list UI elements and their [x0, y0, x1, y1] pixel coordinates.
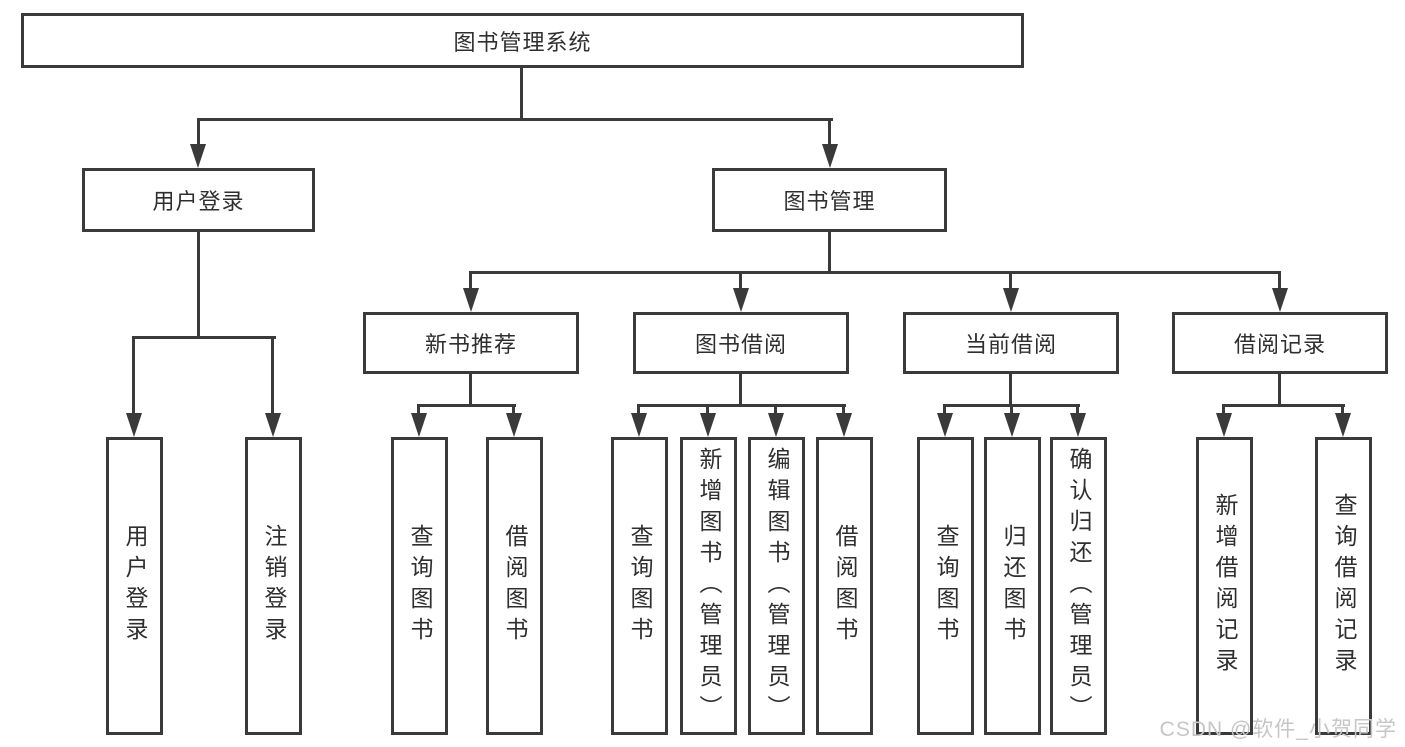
leaf-query-borrow-record: 查询借阅记录: [1315, 437, 1372, 735]
leaf-query-books-borrow: 查询图书: [611, 437, 668, 735]
arrowhead-icon: [937, 413, 953, 437]
connector-section4-hline: [1222, 404, 1345, 407]
leaf-add-book-admin-label: 新增图书（管理员）: [696, 446, 722, 726]
connector-stub: [1278, 271, 1281, 291]
connector-stub: [197, 118, 200, 148]
leaf-edit-book-admin-label: 编辑图书（管理员）: [764, 446, 790, 726]
leaf-borrow-books-recommend-label: 借阅图书: [502, 524, 528, 648]
connector-section2-stem: [739, 374, 742, 406]
arrowhead-icon: [836, 413, 852, 437]
leaf-logout: 注销登录: [245, 437, 302, 735]
connector-section4-stem: [1278, 374, 1281, 406]
leaf-return-book: 归还图书: [984, 437, 1041, 735]
connector-section1-stem: [469, 374, 472, 406]
arrowhead-icon: [1004, 413, 1020, 437]
connector-bookmgmt-hline: [469, 271, 1281, 274]
leaf-query-books-recommend-label: 查询图书: [407, 524, 433, 648]
connector-bookmgmt-stem: [828, 232, 831, 273]
connector-stub: [637, 404, 640, 416]
leaf-query-books-recommend: 查询图书: [391, 437, 448, 735]
connector-stub: [512, 404, 515, 416]
leaf-add-borrow-record-label: 新增借阅记录: [1212, 493, 1238, 679]
node-book-borrow-label: 图书借阅: [694, 332, 787, 357]
arrowhead-icon: [190, 144, 206, 168]
leaf-edit-book-admin: 编辑图书（管理员）: [748, 437, 805, 735]
connector-stub: [828, 118, 831, 148]
node-user-login-label: 用户登录: [152, 189, 245, 214]
connector-stub: [842, 404, 845, 416]
connector-section2-hline: [637, 404, 846, 407]
connector-userlogin-stem: [197, 232, 200, 338]
connector-section1-hline: [417, 404, 516, 407]
arrowhead-icon: [1216, 413, 1232, 437]
connector-stub: [417, 404, 420, 416]
node-new-book-recommend-label: 新书推荐: [424, 332, 517, 357]
connector-stub: [1009, 271, 1012, 291]
leaf-add-book-admin: 新增图书（管理员）: [680, 437, 737, 735]
arrowhead-icon: [733, 288, 749, 312]
leaf-user-login: 用户登录: [106, 437, 163, 735]
node-current-borrow-label: 当前借阅: [964, 332, 1057, 357]
connector-stub: [1341, 404, 1344, 416]
arrowhead-icon: [631, 413, 647, 437]
arrowhead-icon: [700, 413, 716, 437]
arrowhead-icon: [1003, 288, 1019, 312]
node-current-borrow: 当前借阅: [903, 312, 1119, 374]
leaf-query-books-current-label: 查询图书: [933, 524, 959, 648]
arrowhead-icon: [1272, 288, 1288, 312]
arrowhead-icon: [1335, 413, 1351, 437]
leaf-query-books-current: 查询图书: [917, 437, 974, 735]
connector-stub: [1222, 404, 1225, 416]
leaf-confirm-return-admin-label: 确认归还（管理员）: [1066, 446, 1092, 726]
connector-stub: [469, 271, 472, 291]
node-new-book-recommend: 新书推荐: [363, 312, 579, 374]
leaf-user-login-label: 用户登录: [122, 524, 148, 648]
leaf-logout-label: 注销登录: [261, 524, 287, 648]
arrowhead-icon: [411, 413, 427, 437]
leaf-return-book-label: 归还图书: [1000, 524, 1026, 648]
leaf-borrow-books-borrow-label: 借阅图书: [832, 524, 858, 648]
arrowhead-icon: [506, 413, 522, 437]
arrowhead-icon: [265, 413, 281, 437]
connector-stub: [739, 271, 742, 291]
node-root: 图书管理系统: [21, 13, 1024, 68]
node-borrow-records-label: 借阅记录: [1233, 332, 1326, 357]
arrowhead-icon: [1070, 413, 1086, 437]
connector-section3-stem: [1009, 374, 1012, 406]
leaf-add-borrow-record: 新增借阅记录: [1196, 437, 1253, 735]
connector-stub: [1010, 404, 1013, 416]
node-book-borrow: 图书借阅: [633, 312, 849, 374]
node-user-login: 用户登录: [82, 168, 315, 232]
node-book-management: 图书管理: [712, 168, 947, 232]
csdn-watermark: CSDN @软件_小贺同学: [1159, 718, 1397, 741]
leaf-confirm-return-admin: 确认归还（管理员）: [1050, 437, 1107, 735]
leaf-query-books-borrow-label: 查询图书: [627, 524, 653, 648]
node-root-label: 图书管理系统: [453, 29, 592, 55]
arrowhead-icon: [126, 413, 142, 437]
connector-stub: [706, 404, 709, 416]
connector-stub: [132, 336, 135, 416]
connector-root-hline: [197, 118, 833, 121]
arrowhead-icon: [768, 413, 784, 437]
leaf-borrow-books-borrow: 借阅图书: [816, 437, 873, 735]
connector-stub: [943, 404, 946, 416]
connector-userlogin-hline: [132, 336, 276, 339]
node-book-management-label: 图书管理: [783, 189, 876, 214]
leaf-borrow-books-recommend: 借阅图书: [486, 437, 543, 735]
connector-stub: [774, 404, 777, 416]
connector-stub: [271, 336, 274, 416]
leaf-query-borrow-record-label: 查询借阅记录: [1331, 493, 1357, 679]
node-borrow-records: 借阅记录: [1172, 312, 1388, 374]
arrowhead-icon: [822, 144, 838, 168]
connector-stub: [1076, 404, 1079, 416]
connector-root-stem: [520, 68, 523, 121]
arrowhead-icon: [463, 288, 479, 312]
